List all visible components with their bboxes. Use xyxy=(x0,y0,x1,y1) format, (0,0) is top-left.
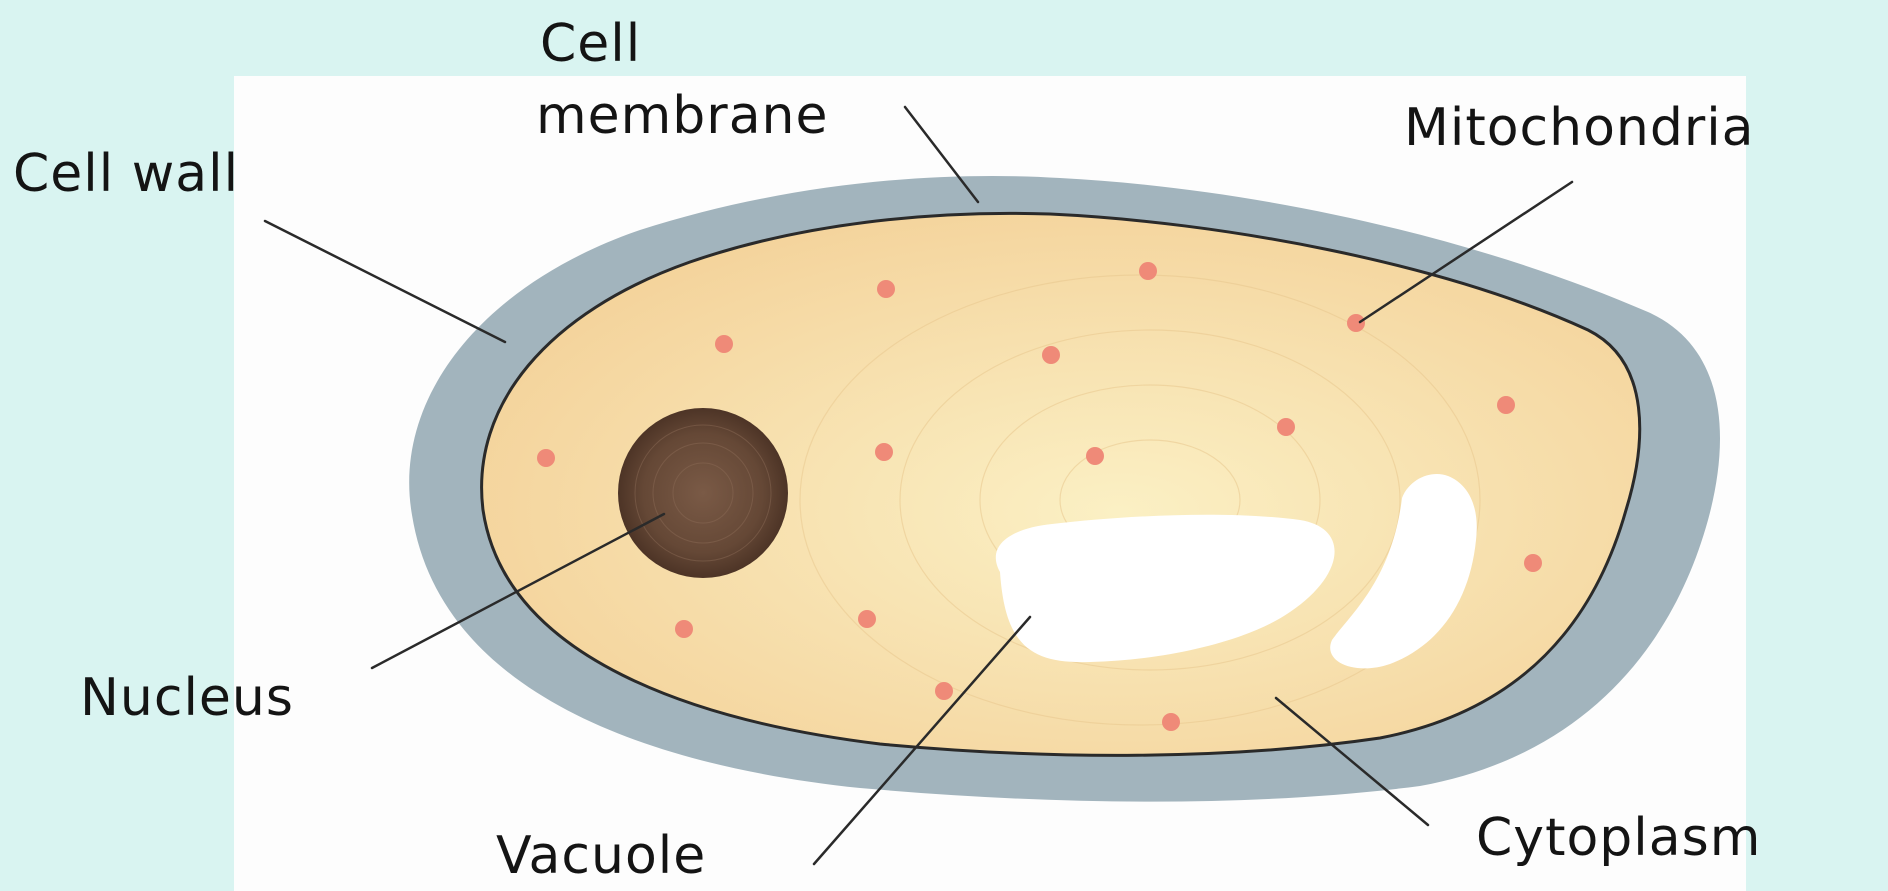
mitochondrion xyxy=(1042,346,1060,364)
mitochondrion xyxy=(1277,418,1295,436)
mitochondrion xyxy=(1162,713,1180,731)
mitochondrion xyxy=(877,280,895,298)
mitochondrion xyxy=(715,335,733,353)
mitochondrion xyxy=(1086,447,1104,465)
cytoplasm-label: Cytoplasm xyxy=(1476,812,1761,864)
cell-wall-leader xyxy=(265,221,505,342)
vacuole-label: Vacuole xyxy=(496,830,706,882)
mitochondrion xyxy=(1139,262,1157,280)
mitochondrion xyxy=(1497,396,1515,414)
mitochondrion xyxy=(858,610,876,628)
cell-membrane-label-line1: Cell xyxy=(540,18,641,70)
mitochondrion xyxy=(935,682,953,700)
mitochondria-label: Mitochondria xyxy=(1404,102,1755,154)
cell-wall-label: Cell wall xyxy=(13,148,239,200)
mitochondrion xyxy=(1524,554,1542,572)
mitochondrion xyxy=(675,620,693,638)
nucleus-shape xyxy=(618,408,788,578)
mitochondrion xyxy=(875,443,893,461)
mitochondrion xyxy=(537,449,555,467)
nucleus-label: Nucleus xyxy=(80,672,294,724)
mitochondrion xyxy=(1347,314,1365,332)
cell-membrane-label-line2: membrane xyxy=(536,90,829,142)
